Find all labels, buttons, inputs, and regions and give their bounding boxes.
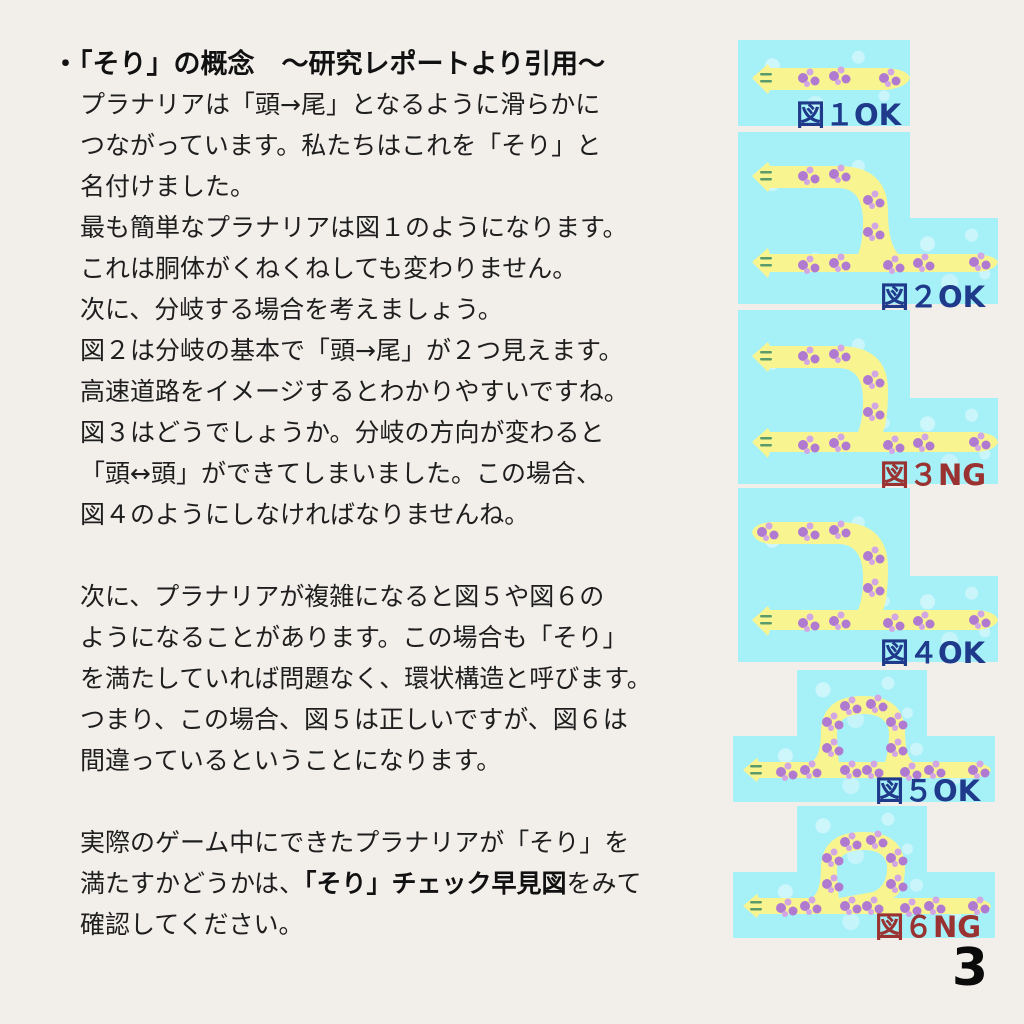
text-line: 図３はどうでしょうか。分岐の方向が変わると — [80, 418, 605, 447]
text-line: 「頭↔頭」ができてしまいました。この場合、 — [80, 459, 601, 488]
figure-6: 図６NG — [733, 806, 995, 944]
figure-label: 図４OK — [880, 636, 986, 670]
text-line: 間違っているということになります。 — [80, 746, 502, 775]
text-line: つながっています。私たちはこれを「そり」と — [80, 131, 602, 160]
planarian-loop-ok-icon — [743, 694, 991, 782]
text-segment: 満たすかどうかは、 — [80, 869, 305, 898]
text-line: プラナリアは「頭→尾」となるように滑らかに — [80, 90, 601, 119]
figure-5: 図５OK — [733, 670, 995, 808]
figure-3: 図３NG — [738, 310, 998, 492]
figure-label: 図３NG — [880, 458, 987, 492]
paragraph-gap — [80, 781, 730, 822]
text-line: 図２は分岐の基本で「頭→尾」が２つ見えます。 — [80, 336, 624, 365]
figure-label: 図１OK — [796, 98, 902, 132]
section-title: ・「そり」の概念 ～研究レポートより引用～ — [52, 49, 605, 80]
text-line: 満たすかどうかは、「そり」チェック早見図をみて — [80, 863, 730, 904]
figure-4: 図４OK — [738, 488, 998, 670]
planarian-loop-ng-icon — [743, 830, 991, 918]
text-line: を満たしていれば問題なく、環状構造と呼びます。 — [80, 664, 652, 693]
planarian-straight-icon — [752, 64, 910, 94]
planarian-branch-ng-icon — [752, 342, 998, 458]
planarian-branch-ok-icon — [752, 162, 998, 278]
text-line: 高速道路をイメージするとわかりやすいですね。 — [80, 377, 629, 406]
text-line: 次に、分岐する場合を考えましょう。 — [80, 295, 503, 324]
text-line: つまり、この場合、図５は正しいですが、図６は — [80, 705, 628, 734]
figure-label: 図６NG — [875, 910, 982, 944]
figure-label: 図２OK — [880, 280, 986, 314]
text-line: ようになることがあります。この場合も「そり」 — [80, 623, 628, 652]
text-line: これは胴体がくねくねしても変わりません。 — [80, 254, 578, 283]
page-number: 3 — [951, 938, 988, 998]
text-line: 名付けました。 — [80, 172, 256, 201]
text-segment: をみて — [566, 869, 642, 898]
body-text: プラナリアは「頭→尾」となるように滑らかに つながっています。私たちはこれを「そ… — [80, 84, 730, 945]
text-line: 図４のようにしなければなりませんね。 — [80, 500, 530, 529]
text-line: 確認してください。 — [80, 910, 304, 939]
text-line: 次に、プラナリアが複雑になると図５や図６の — [80, 582, 605, 611]
text-line: 実際のゲーム中にできたプラナリアが「そり」を — [80, 828, 630, 857]
figure-2: 図２OK — [738, 132, 998, 314]
paragraph-gap — [80, 535, 730, 576]
text-line: 最も簡単なプラナリアは図１のようになります。 — [80, 213, 628, 242]
figure-1: 図１OK — [738, 40, 910, 132]
planarian-branch-fixed-icon — [752, 520, 998, 636]
quick-reference-chart-ref: 「そり」チェック早見図 — [304, 869, 567, 898]
figure-label: 図５OK — [875, 774, 981, 808]
